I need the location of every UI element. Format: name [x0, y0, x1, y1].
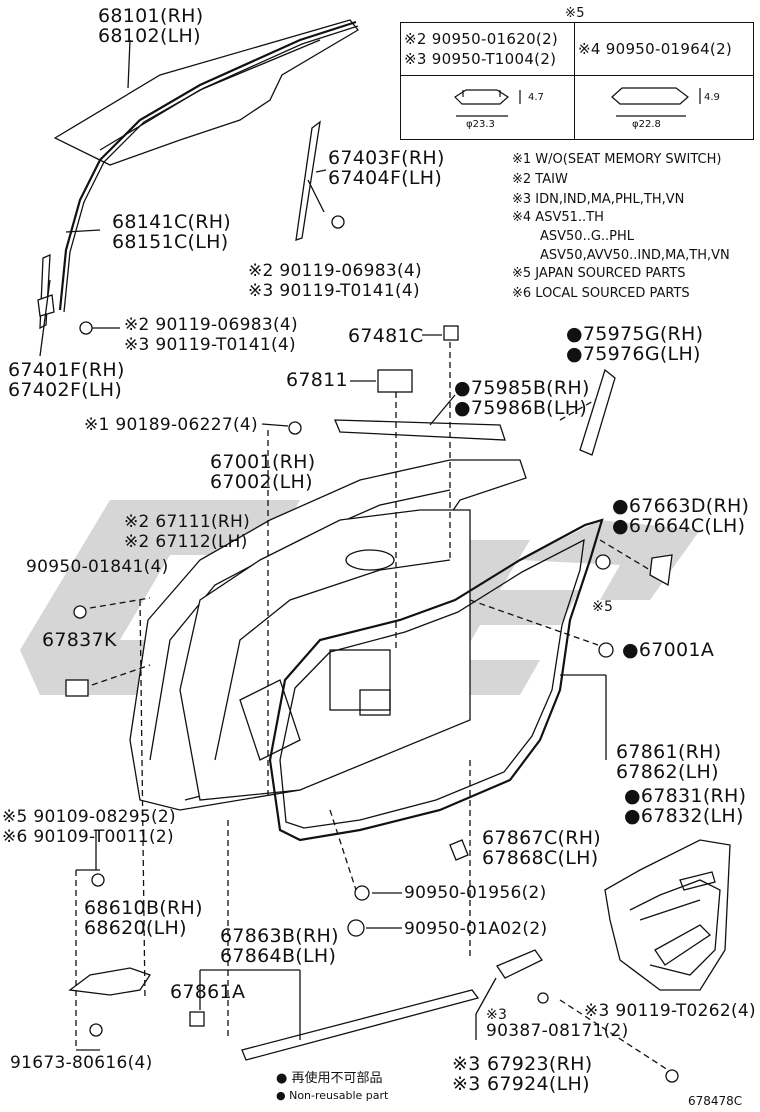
- bolt-90119-a1: ※2 90119-06983(4): [248, 261, 422, 281]
- note-5: ※5 JAPAN SOURCED PARTS: [512, 266, 686, 281]
- part-67663d: ●67663D(RH): [612, 495, 750, 517]
- part-67404f: 67404F(LH): [328, 167, 443, 189]
- grommet-spec-box: [400, 22, 754, 140]
- screw-90119-t0262: ※3 90119-T0262(4): [584, 1001, 756, 1021]
- box-right-diameter: φ22.8: [632, 119, 661, 130]
- note-6: ※6 LOCAL SOURCED PARTS: [512, 286, 690, 301]
- part-67112: ※2 67112(LH): [124, 532, 248, 552]
- box-left-diameter: φ23.3: [466, 119, 495, 130]
- bolt-90119-b1: ※2 90119-06983(4): [124, 315, 298, 335]
- part-67002: 67002(LH): [210, 471, 313, 493]
- part-67864b: 67864B(LH): [220, 945, 337, 967]
- part-67402f: 67402F(LH): [8, 379, 123, 401]
- part-67862: 67862(LH): [616, 761, 719, 783]
- marker-3: ※3: [486, 1007, 508, 1023]
- clip-90950-01956: 90950-01956(2): [404, 883, 547, 903]
- screw-90189: ※1 90189-06227(4): [84, 415, 258, 435]
- note-3: ※3 IDN,IND,MA,PHL,TH,VN: [512, 192, 685, 207]
- note-4b: ASV50..G..PHL: [540, 229, 635, 244]
- part-67664c: ●67664C(LH): [612, 515, 746, 537]
- note-2: ※2 TAIW: [512, 172, 568, 187]
- part-67811: 67811: [286, 369, 348, 391]
- screw-90109-b: ※6 90109-T0011(2): [2, 827, 174, 847]
- part-67867c: 67867C(RH): [482, 827, 602, 849]
- part-67861: 67861(RH): [616, 741, 722, 763]
- part-68101: 68101(RH): [98, 5, 204, 27]
- part-67001a: ●67001A: [622, 639, 715, 661]
- part-67401f: 67401F(RH): [8, 359, 125, 381]
- part-67403f: 67403F(RH): [328, 147, 445, 169]
- part-68620: 68620(LH): [84, 917, 187, 939]
- box-left-height: 4.7: [528, 92, 544, 103]
- part-67863b: 67863B(RH): [220, 925, 339, 947]
- box-marker: ※5: [565, 6, 585, 21]
- part-67001: 67001(RH): [210, 451, 316, 473]
- part-67923: ※3 67923(RH): [452, 1053, 593, 1075]
- note-4: ※4 ASV51..TH: [512, 210, 604, 225]
- screw-90387: 90387-08171(2): [486, 1021, 629, 1041]
- box-divider-vertical: [574, 23, 575, 139]
- note-4c: ASV50,AVV50..IND,MA,TH,VN: [540, 248, 730, 263]
- screw-90109-a: ※5 90109-08295(2): [2, 807, 176, 827]
- box-divider-horizontal: [401, 75, 753, 76]
- bolt-91673: 91673-80616(4): [10, 1053, 153, 1073]
- box-left-line-1: ※2 90950-01620(2): [404, 30, 559, 48]
- part-67111: ※2 67111(RH): [124, 512, 251, 532]
- bolt-90119-b2: ※3 90119-T0141(4): [124, 335, 296, 355]
- clip-90950-01a02: 90950-01A02(2): [404, 919, 548, 939]
- box-right-height: 4.9: [704, 92, 720, 103]
- part-67861a: 67861A: [170, 981, 246, 1003]
- part-68151c: 68151C(LH): [112, 231, 229, 253]
- part-75985b: ●75985B(RH): [454, 377, 590, 399]
- bolt-90119-a2: ※3 90119-T0141(4): [248, 281, 420, 301]
- legend-en: ● Non-reusable part: [276, 1089, 389, 1102]
- part-75975g: ●75975G(RH): [566, 323, 704, 345]
- part-67832: ●67832(LH): [624, 805, 744, 827]
- clip-90950-01841: 90950-01841(4): [26, 557, 169, 577]
- part-75986b: ●75986B(LH): [454, 397, 588, 419]
- marker-5: ※5: [592, 599, 614, 615]
- part-67924: ※3 67924(LH): [452, 1073, 590, 1095]
- part-75976g: ●75976G(LH): [566, 343, 701, 365]
- legend-jp: ● 再使用不可部品: [276, 1071, 383, 1086]
- part-68141c: 68141C(RH): [112, 211, 232, 233]
- part-67481c: 67481C: [348, 325, 424, 347]
- part-67831: ●67831(RH): [624, 785, 747, 807]
- box-left-line-2: ※3 90950-T1004(2): [404, 50, 557, 68]
- drawing-id: 678478C: [688, 1094, 743, 1108]
- box-right-line: ※4 90950-01964(2): [578, 40, 733, 58]
- note-1: ※1 W/O(SEAT MEMORY SWITCH): [512, 152, 722, 167]
- part-67837k: 67837K: [42, 629, 117, 651]
- part-67868c: 67868C(LH): [482, 847, 599, 869]
- part-68102: 68102(LH): [98, 25, 201, 47]
- part-68610b: 68610B(RH): [84, 897, 203, 919]
